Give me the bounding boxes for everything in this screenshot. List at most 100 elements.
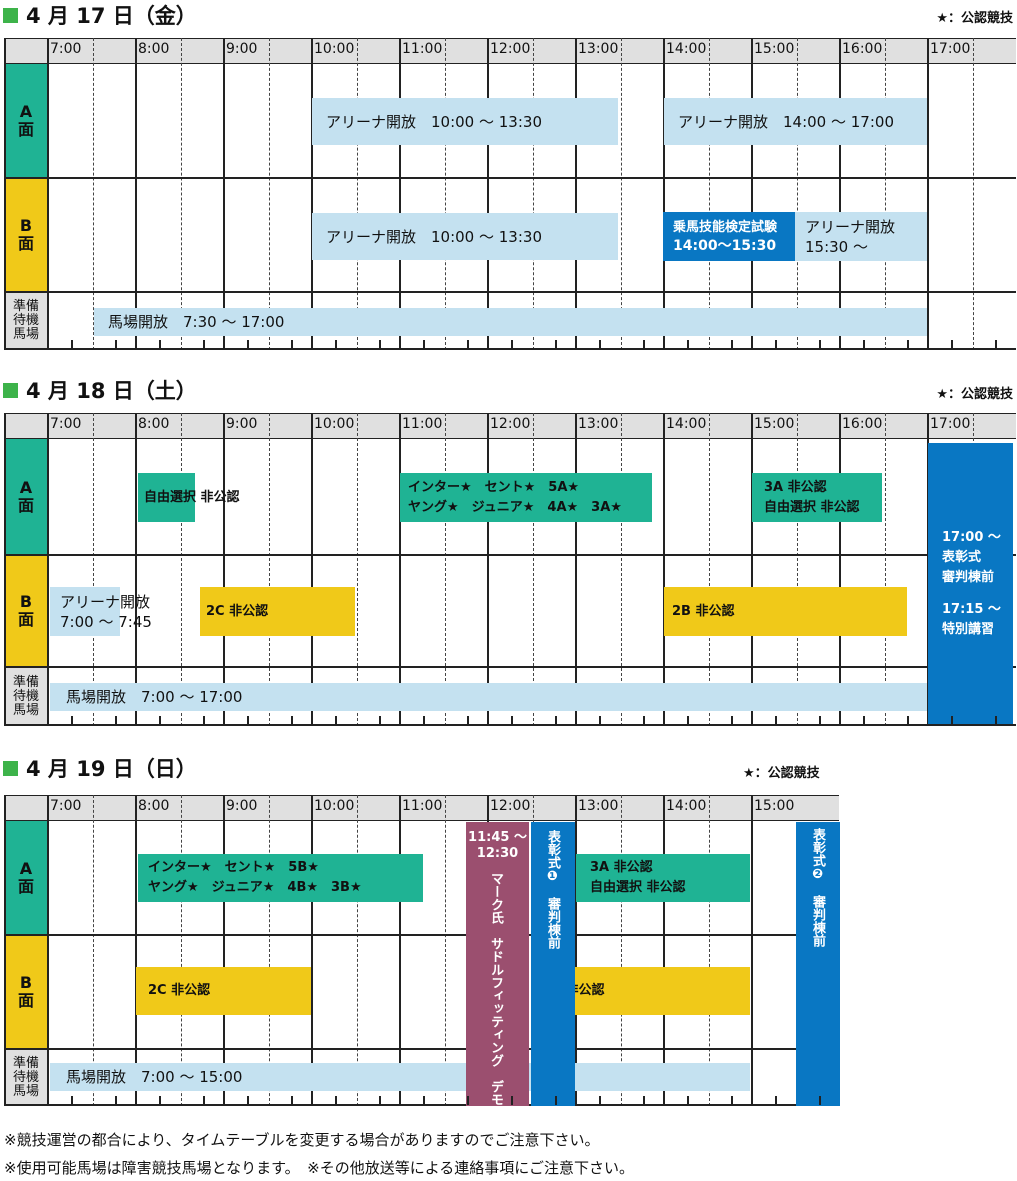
time-label: 14:00 [666, 798, 707, 814]
tick-mark [555, 1096, 557, 1105]
time-label: 9:00 [226, 416, 258, 432]
tick-mark [203, 716, 205, 725]
event-official-class: インター★ セント★ 5B★ヤング★ ジュニア★ 4B★ 3B★ [138, 854, 423, 902]
tick-mark [819, 1096, 821, 1105]
tick-mark [71, 340, 73, 349]
event-ceremony-1: 表彰式❶ 審判棟前 [531, 822, 575, 1106]
day-title: 4 月 19 日（日） [3, 755, 197, 781]
tick-mark [291, 716, 293, 725]
timetable-day-1: 7:00 8:00 9:00 10:00 11:00 12:00 13:00 1… [4, 38, 1016, 350]
tick-mark [335, 716, 337, 725]
tick-mark [687, 1096, 689, 1105]
tick-mark [643, 1096, 645, 1105]
day-title-text: 4 月 19 日（日） [26, 757, 197, 781]
note-1: ※競技運営の都合により、タイムテーブルを変更する場合がありますのでご注意下さい。 [4, 1131, 600, 1149]
tick-mark [423, 716, 425, 725]
time-label: 7:00 [50, 416, 82, 432]
time-label: 7:00 [50, 798, 82, 814]
time-label: 14:00 [666, 41, 707, 57]
time-label: 8:00 [138, 798, 170, 814]
tick-mark [731, 716, 733, 725]
event-2b: 2B 非公認 [664, 587, 907, 636]
time-label: 13:00 [578, 798, 619, 814]
tick-mark [291, 1096, 293, 1105]
tick-mark [159, 340, 161, 349]
tick-mark [203, 340, 205, 349]
time-label: 9:00 [226, 798, 258, 814]
day-title-text: 4 月 18 日（土） [26, 379, 197, 403]
time-label: 11:00 [402, 41, 443, 57]
tick-mark [599, 1096, 601, 1105]
event-2c: 2C 非公認 [136, 967, 311, 1015]
event-ceremony-2: 表彰式❷ 審判棟前 [796, 822, 840, 1106]
event-field-open: 馬場開放 7:00 ～ 15:00 [50, 1063, 750, 1091]
timetable-day-3: 7:00 8:00 9:00 10:00 11:00 12:00 13:00 1… [4, 795, 840, 1106]
tick-mark [71, 716, 73, 725]
tick-mark [687, 340, 689, 349]
tick-mark [467, 340, 469, 349]
event-arena-open: アリーナ開放 14:00 ～ 17:00 [664, 98, 927, 145]
time-label: 12:00 [490, 416, 531, 432]
title-square-icon [3, 7, 18, 23]
event-3a: 3A 非公認自由選択 非公認 [576, 854, 750, 902]
title-square-icon [3, 382, 18, 398]
tick-mark [159, 1096, 161, 1105]
event-field-open: 馬場開放 7:30 ～ 17:00 [94, 308, 927, 336]
event-2c: 2C 非公認 [200, 587, 355, 636]
time-label: 16:00 [842, 41, 883, 57]
time-label: 12:00 [490, 798, 531, 814]
tick-mark [863, 716, 865, 725]
tick-mark [71, 1096, 73, 1105]
tick-mark [907, 716, 909, 725]
title-square-icon [3, 760, 18, 776]
row-label-prep: 準備待機馬場 [4, 292, 48, 350]
event-official-class: インター★ セント★ 5A★ヤング★ ジュニア★ 4A★ 3A★ [400, 473, 652, 522]
tick-mark [863, 340, 865, 349]
time-label: 13:00 [578, 41, 619, 57]
tick-mark [555, 716, 557, 725]
time-label: 14:00 [666, 416, 707, 432]
tick-mark [335, 1096, 337, 1105]
tick-mark [995, 716, 997, 725]
tick-mark [379, 716, 381, 725]
event-saddle-demo: 11:45 ～12:30 マーク氏 サドルフィッティング デモ [466, 822, 529, 1106]
tick-mark [643, 340, 645, 349]
legend: ★：公認競技 [936, 387, 1013, 402]
day-title: 4 月 17 日（金） [3, 2, 197, 28]
event-3a: 3A 非公認自由選択 非公認 [752, 473, 882, 522]
time-label: 9:00 [226, 41, 258, 57]
event-arena-open: アリーナ開放 10:00 ～ 13:30 [312, 213, 618, 260]
tick-mark [115, 1096, 117, 1105]
tick-mark [379, 340, 381, 349]
timetable-day-2: 7:00 8:00 9:00 10:00 11:00 12:00 13:00 1… [4, 413, 1016, 726]
tick-mark [819, 716, 821, 725]
tick-mark [599, 340, 601, 349]
time-label: 15:00 [754, 416, 795, 432]
row-label-prep: 準備待機馬場 [4, 667, 48, 726]
tick-mark [247, 716, 249, 725]
tick-mark [423, 1096, 425, 1105]
tick-mark [511, 716, 513, 725]
row-label-prep: 準備待機馬場 [4, 1049, 48, 1106]
tick-mark [467, 716, 469, 725]
time-label: 10:00 [314, 41, 355, 57]
time-label: 10:00 [314, 798, 355, 814]
tick-mark [247, 340, 249, 349]
tick-mark [511, 340, 513, 349]
tick-mark [907, 340, 909, 349]
time-label: 15:00 [754, 798, 795, 814]
time-label: 12:00 [490, 41, 531, 57]
tick-mark [775, 716, 777, 725]
tick-mark [159, 716, 161, 725]
time-header [4, 795, 839, 821]
legend: ★：公認競技 [743, 766, 820, 781]
day-title: 4 月 18 日（土） [3, 377, 197, 403]
tick-mark [995, 340, 997, 349]
note-2: ※使用可能馬場は障害競技馬場となります。 ※その他放送等による連絡事項にご注意下… [4, 1159, 634, 1177]
time-label: 7:00 [50, 41, 82, 57]
